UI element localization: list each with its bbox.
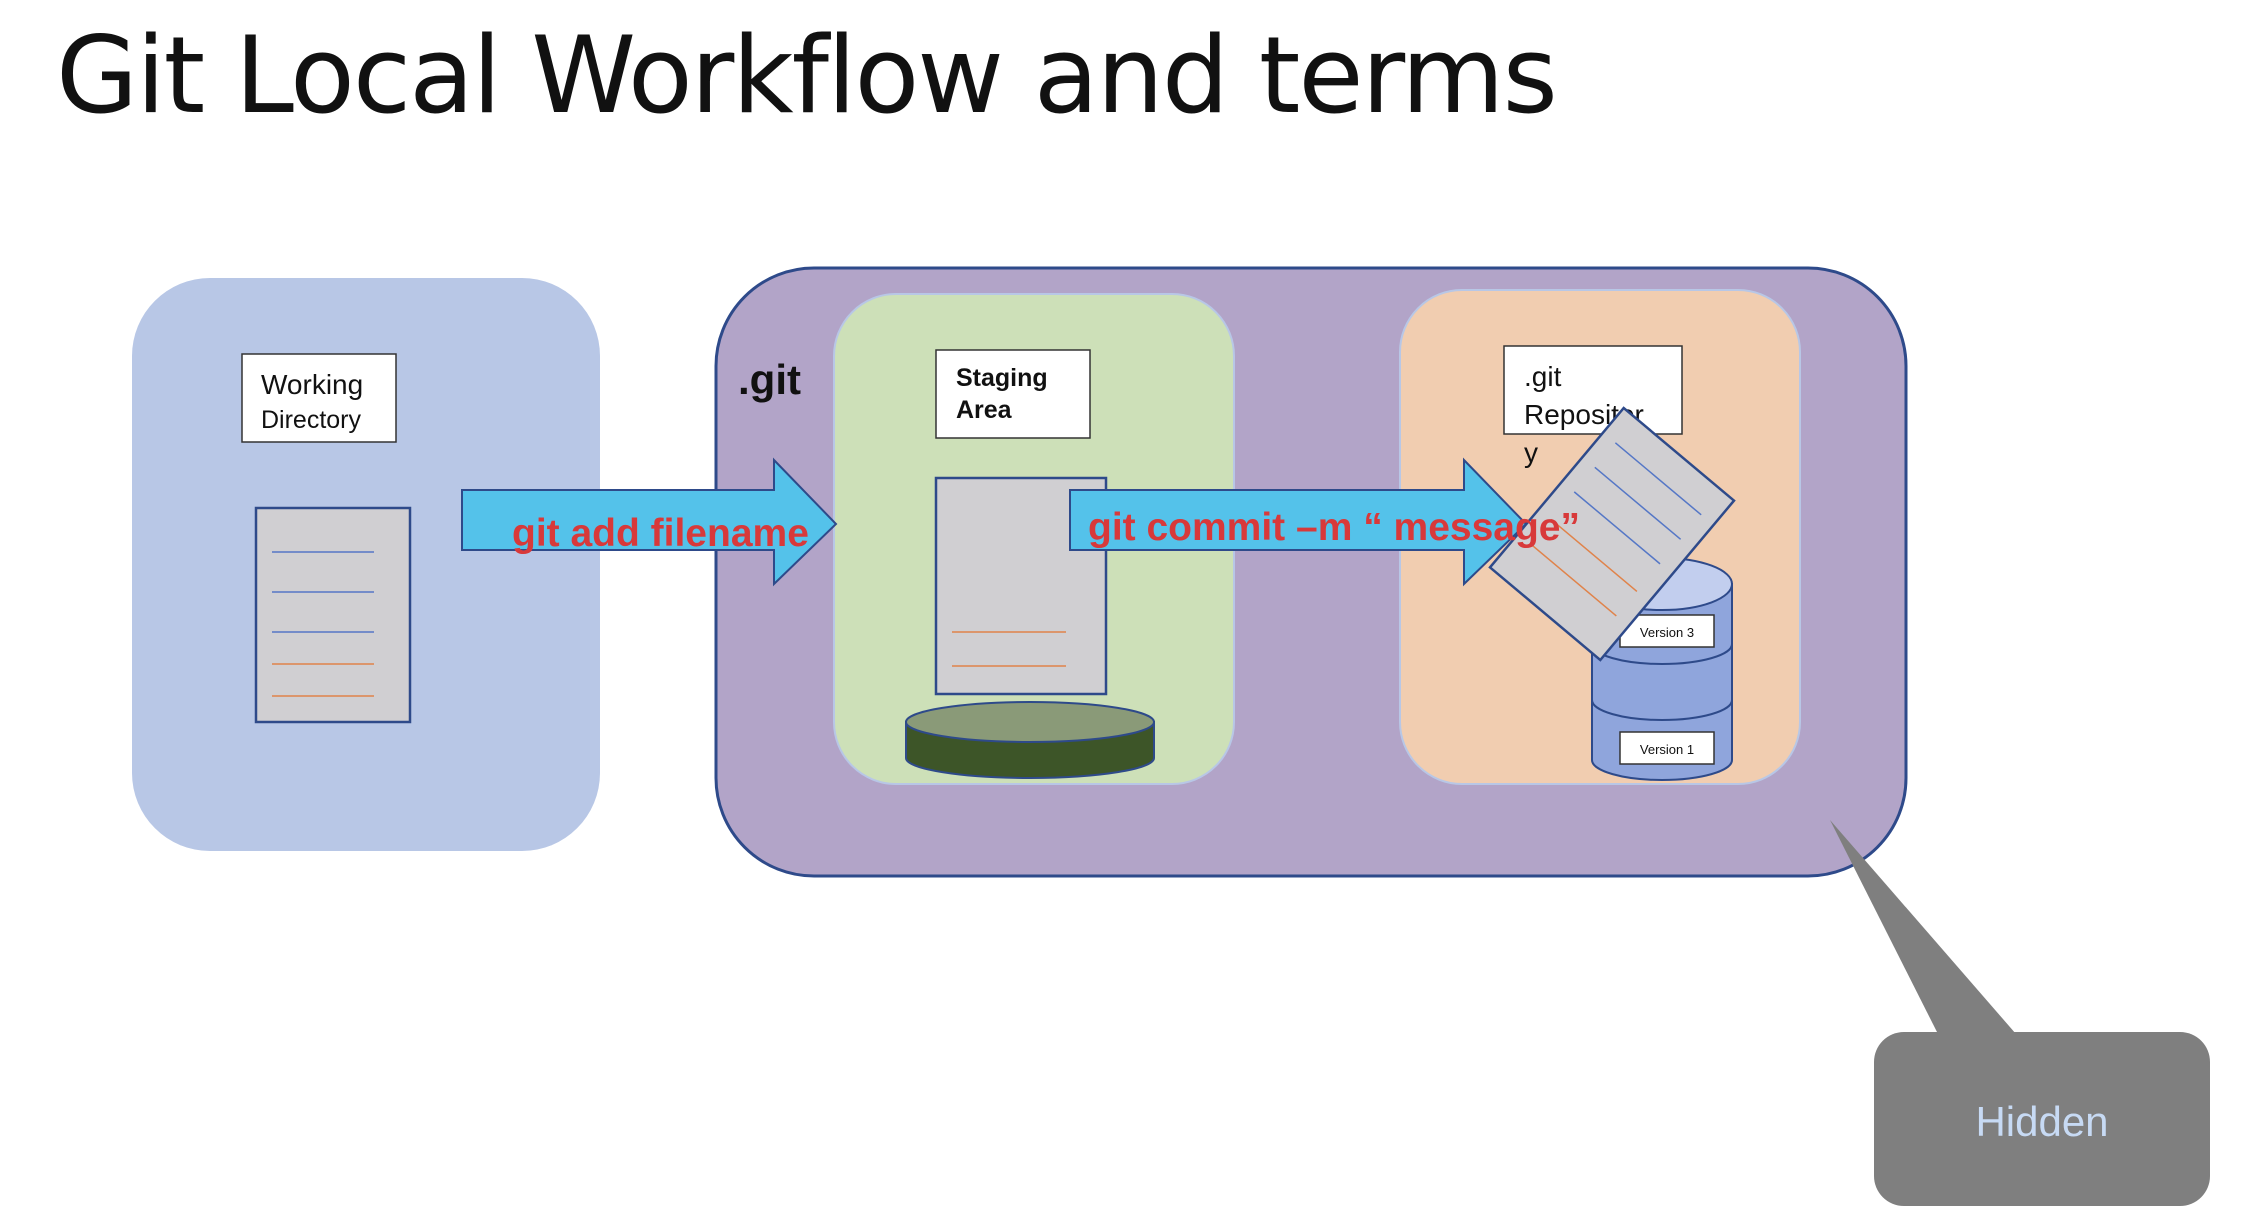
staging-area-label-line2: Area xyxy=(956,396,1013,424)
version-1-box xyxy=(1619,731,1715,765)
git-commit-arrow-label: git commit –m “ message” xyxy=(1088,506,1580,549)
working-directory-label-line1: Working xyxy=(261,369,363,400)
repository-label-line1: .git xyxy=(1524,361,1562,392)
staging-area-label-box xyxy=(935,349,1091,439)
git-container-label: .git xyxy=(738,356,801,403)
staging-area-label-line1: Staging xyxy=(956,364,1048,392)
slide-title: Git Local Workflow and terms xyxy=(56,14,1558,137)
version-3-box xyxy=(1619,614,1715,648)
hidden-callout-label: Hidden xyxy=(1975,1098,2108,1145)
git-commit-arrow xyxy=(1069,457,1528,587)
git-add-arrow: git add filename xyxy=(461,457,838,587)
version-1-label: Version 1 xyxy=(1640,742,1694,757)
repository-label-line3: y xyxy=(1524,437,1538,468)
version-3-label: Version 3 xyxy=(1640,625,1694,640)
git-add-arrow-label: git add filename xyxy=(512,512,809,555)
committed-document-icon xyxy=(1488,406,1736,662)
repository-label-box xyxy=(1503,345,1683,435)
working-directory-label-box xyxy=(241,353,397,443)
hidden-callout: Hidden xyxy=(1830,820,2210,1206)
working-directory-label-line2: Directory xyxy=(261,406,362,434)
working-document-icon xyxy=(254,506,412,724)
staging-disk-icon xyxy=(905,701,1155,779)
